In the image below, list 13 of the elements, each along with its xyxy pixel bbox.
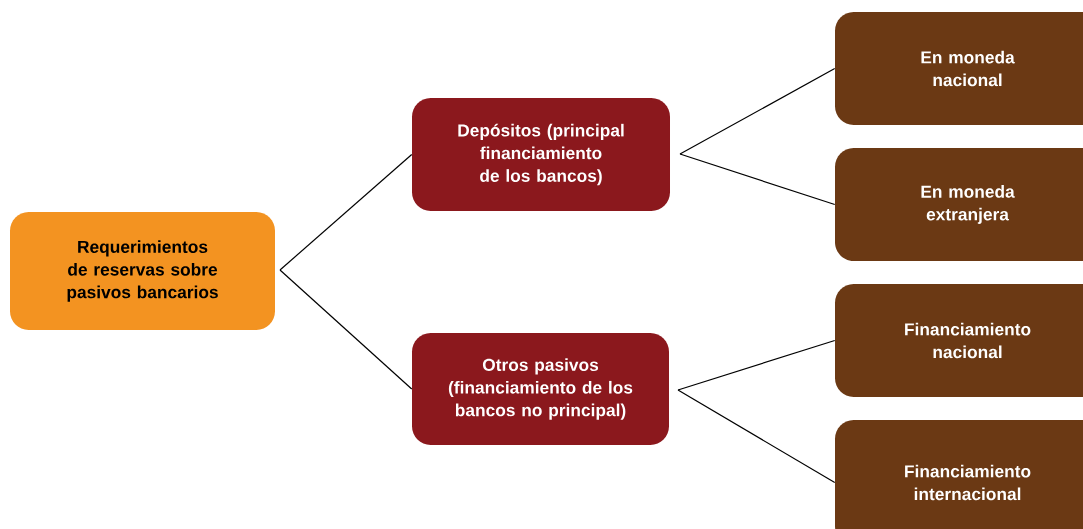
category-box: Otros pasivos (financiamiento de los bancos no principal): [412, 333, 669, 445]
start-box: Requerimientos de reservas sobre pasivos bancarios: [10, 212, 275, 330]
connector-line: [677, 389, 836, 484]
leaf-box: En moneda nacional: [835, 12, 1083, 125]
connector-line: [279, 269, 413, 390]
connector-line: [677, 339, 836, 391]
connector-line: [279, 153, 413, 271]
connector-line: [679, 153, 836, 206]
leaf-box: Financiamiento nacional: [835, 284, 1083, 397]
connector-line: [679, 67, 836, 155]
leaf-box: En moneda extranjera: [835, 148, 1083, 261]
category-box: Depósitos (principal financiamiento de los bancos): [412, 98, 670, 211]
leaf-box: Financiamiento internacional: [835, 420, 1083, 529]
